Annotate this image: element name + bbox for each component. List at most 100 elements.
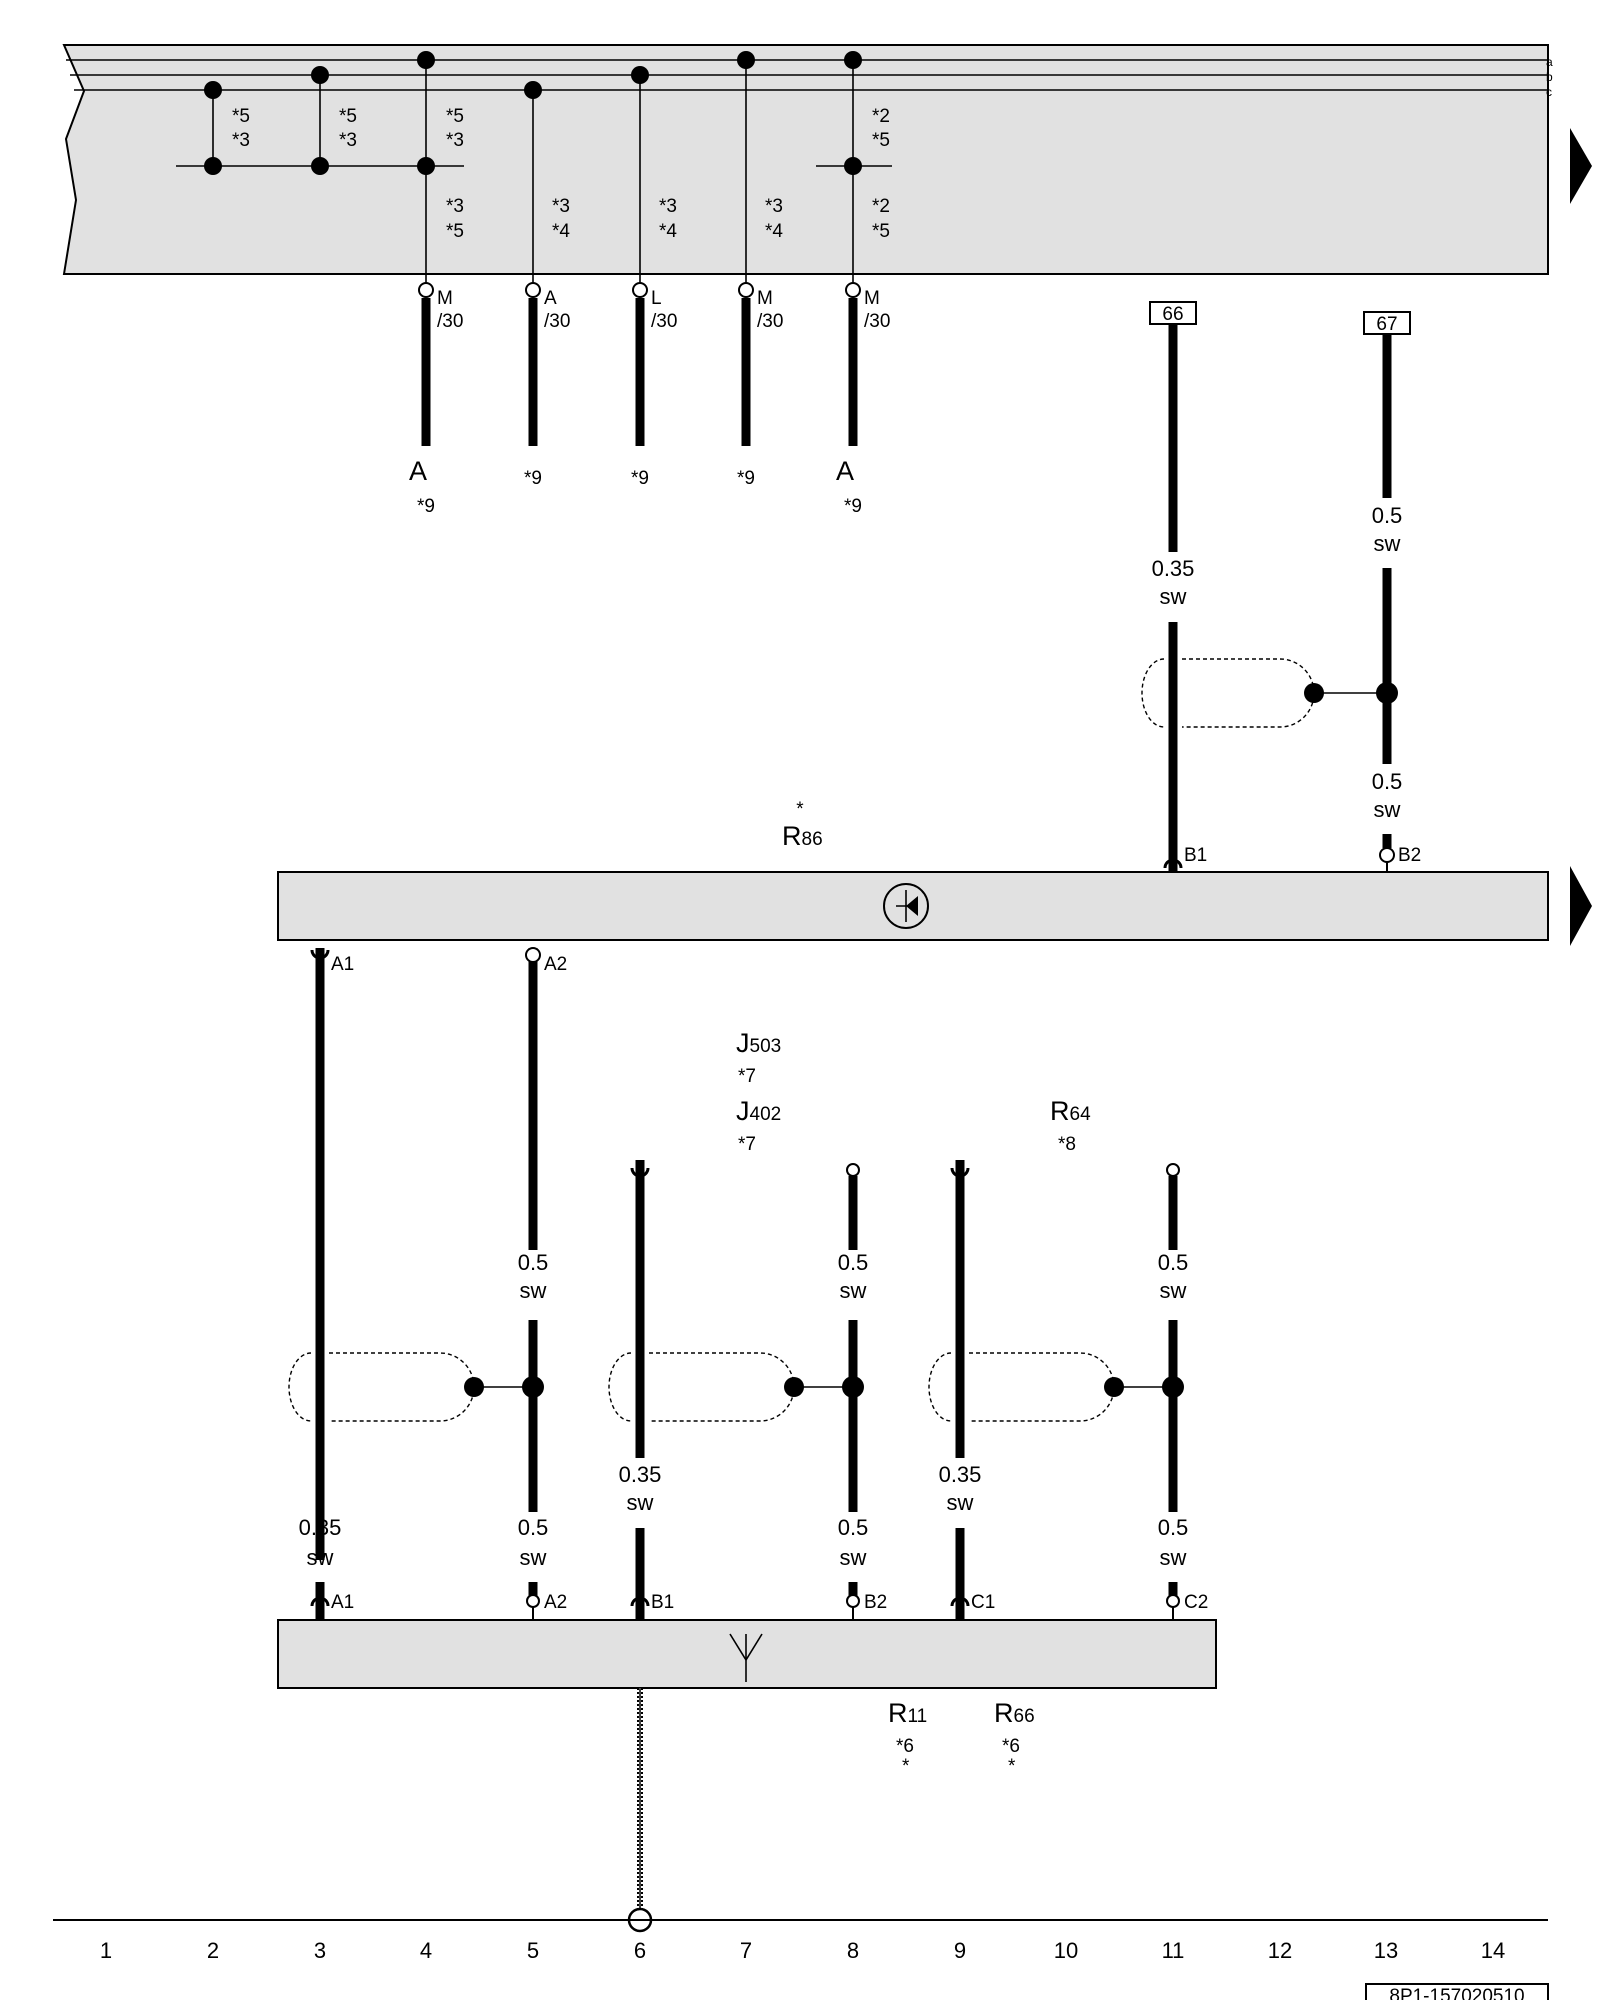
output-end-note: *9 xyxy=(631,468,649,489)
output-end-note: *9 xyxy=(737,468,755,489)
grid-number: 11 xyxy=(1162,1938,1185,1963)
output-end-note: *9 xyxy=(417,496,435,517)
grid-number: 4 xyxy=(420,1938,432,1963)
output-pin: M xyxy=(864,288,880,309)
continuation-arrow-icon xyxy=(1570,128,1592,204)
output-note: *3 xyxy=(552,196,570,217)
output-slot: /30 xyxy=(544,311,570,332)
r11-label: R11 xyxy=(888,1698,927,1728)
output-pin: L xyxy=(651,288,662,309)
wire-color: sw xyxy=(627,1490,654,1515)
top-unit-outputs: M /30 A /30 L /30 M /30 M /30 A A *9 *9 … xyxy=(409,282,890,517)
grid-number: 5 xyxy=(527,1938,539,1963)
wire-gauge: 0.35 xyxy=(619,1462,662,1487)
wire-color: sw xyxy=(1374,531,1401,556)
radio-pin-c1: C1 xyxy=(971,1592,995,1613)
wire-color: sw xyxy=(520,1545,547,1570)
r86-pin-a2: A2 xyxy=(544,954,567,975)
wire-gauge: 0.5 xyxy=(518,1515,549,1540)
output-note: *3 xyxy=(659,196,677,217)
wire-gauge: 0.5 xyxy=(838,1250,869,1275)
bridge-note: *5 xyxy=(232,106,250,127)
radio-pin-a1: A1 xyxy=(331,1592,354,1613)
lower-wires: 0.5 sw 0.5 sw 0.5 sw 0.35 sw 0.35 sw 0.3… xyxy=(288,1160,1189,1598)
drawing-code-box xyxy=(1365,1983,1549,2000)
output-note: *2 xyxy=(872,196,890,217)
r86-pin-b1: B1 xyxy=(1184,845,1207,866)
grid-number: 13 xyxy=(1374,1938,1398,1963)
grid-number: 14 xyxy=(1481,1938,1505,1963)
grid-number: 3 xyxy=(314,1938,326,1963)
wire-color: sw xyxy=(840,1545,867,1570)
wire-color: sw xyxy=(1160,584,1187,609)
output-slot: /30 xyxy=(864,311,890,332)
output-slot: /30 xyxy=(757,311,783,332)
grid-number: 8 xyxy=(847,1938,859,1963)
grid-number: 10 xyxy=(1054,1938,1078,1963)
output-note: *4 xyxy=(552,221,570,242)
bridge-note: *3 xyxy=(339,130,357,151)
r86-unit: * R86 A1 A2 xyxy=(277,799,1549,1598)
output-end-note: *9 xyxy=(844,496,862,517)
component-labels: J503 *7 J402 *7 R64 *8 xyxy=(736,1028,1091,1155)
bus-label-c: c xyxy=(1546,85,1552,99)
output-pin: A xyxy=(544,288,557,309)
r11-star: * xyxy=(902,1756,910,1777)
output-slot: /30 xyxy=(651,311,677,332)
r86-label: R86 xyxy=(782,821,823,851)
j503-note: *7 xyxy=(738,1066,756,1087)
drawing-code: 8P1-157020510 xyxy=(1389,1986,1524,2000)
bridge-note: *5 xyxy=(339,106,357,127)
j503-label: J503 xyxy=(736,1028,781,1058)
radio-pin-b1: B1 xyxy=(651,1592,674,1613)
bridge-note: *3 xyxy=(232,130,250,151)
wire-gauge: 0.5 xyxy=(518,1250,549,1275)
antenna-amplifier-icon xyxy=(883,883,929,929)
antenna-icon xyxy=(729,1633,763,1682)
grid-number: 12 xyxy=(1268,1938,1292,1963)
grid-number: 2 xyxy=(207,1938,219,1963)
wire-gauge: 0.35 xyxy=(939,1462,982,1487)
wire-color: sw xyxy=(1160,1545,1187,1570)
r66-label: R66 xyxy=(994,1698,1035,1728)
output-end-note: *9 xyxy=(524,468,542,489)
grid-axis: 1 2 3 4 5 6 7 8 9 10 11 12 13 14 8P1-157… xyxy=(53,1919,1549,2000)
bridge-note: *2 xyxy=(872,106,890,127)
bridge-note: *5 xyxy=(872,130,890,151)
r86-star: * xyxy=(796,799,804,820)
wire-gauge: 0.5 xyxy=(1158,1250,1189,1275)
wire-gauge: 0.35 xyxy=(1152,556,1195,581)
output-note: *4 xyxy=(765,221,783,242)
r11-note: *6 xyxy=(896,1736,914,1757)
wire-gauge: 0.5 xyxy=(1372,503,1403,528)
radio-pin-b2: B2 xyxy=(864,1592,887,1613)
radio-pin-c2: C2 xyxy=(1184,1592,1208,1613)
bus-label-a: a xyxy=(1546,55,1553,69)
radio-unit: A1 A2 B1 B2 C1 C2 R11 *6 * R66 *6 * xyxy=(277,1592,1217,1933)
grid-number: 7 xyxy=(740,1938,752,1963)
r86-pin-b2: B2 xyxy=(1398,845,1421,866)
wire-color: sw xyxy=(840,1278,867,1303)
top-unit-box xyxy=(62,44,1549,275)
output-pin: M xyxy=(757,288,773,309)
r86-pin-a1: A1 xyxy=(331,954,354,975)
wire-color: sw xyxy=(307,1545,334,1570)
wire-color: sw xyxy=(520,1278,547,1303)
top-unit: a b c *5 *3 *5 *3 *5 *3 *2 *5 *3 xyxy=(62,44,1553,290)
wire-color: sw xyxy=(1160,1278,1187,1303)
output-note: *4 xyxy=(659,221,677,242)
reference-number: 67 xyxy=(1376,314,1397,335)
radio-pin-a2: A2 xyxy=(544,1592,567,1613)
j402-note: *7 xyxy=(738,1134,756,1155)
bus-label-b: b xyxy=(1546,70,1553,84)
bridge-note: *3 xyxy=(446,130,464,151)
output-note: *5 xyxy=(446,221,464,242)
radio-unit-box xyxy=(277,1619,1217,1689)
r64-label: R64 xyxy=(1050,1096,1091,1126)
wire-gauge: 0.5 xyxy=(838,1515,869,1540)
output-note: *5 xyxy=(872,221,890,242)
bridge-note: *5 xyxy=(446,106,464,127)
grid-number: 6 xyxy=(634,1938,646,1963)
output-pin: M xyxy=(437,288,453,309)
